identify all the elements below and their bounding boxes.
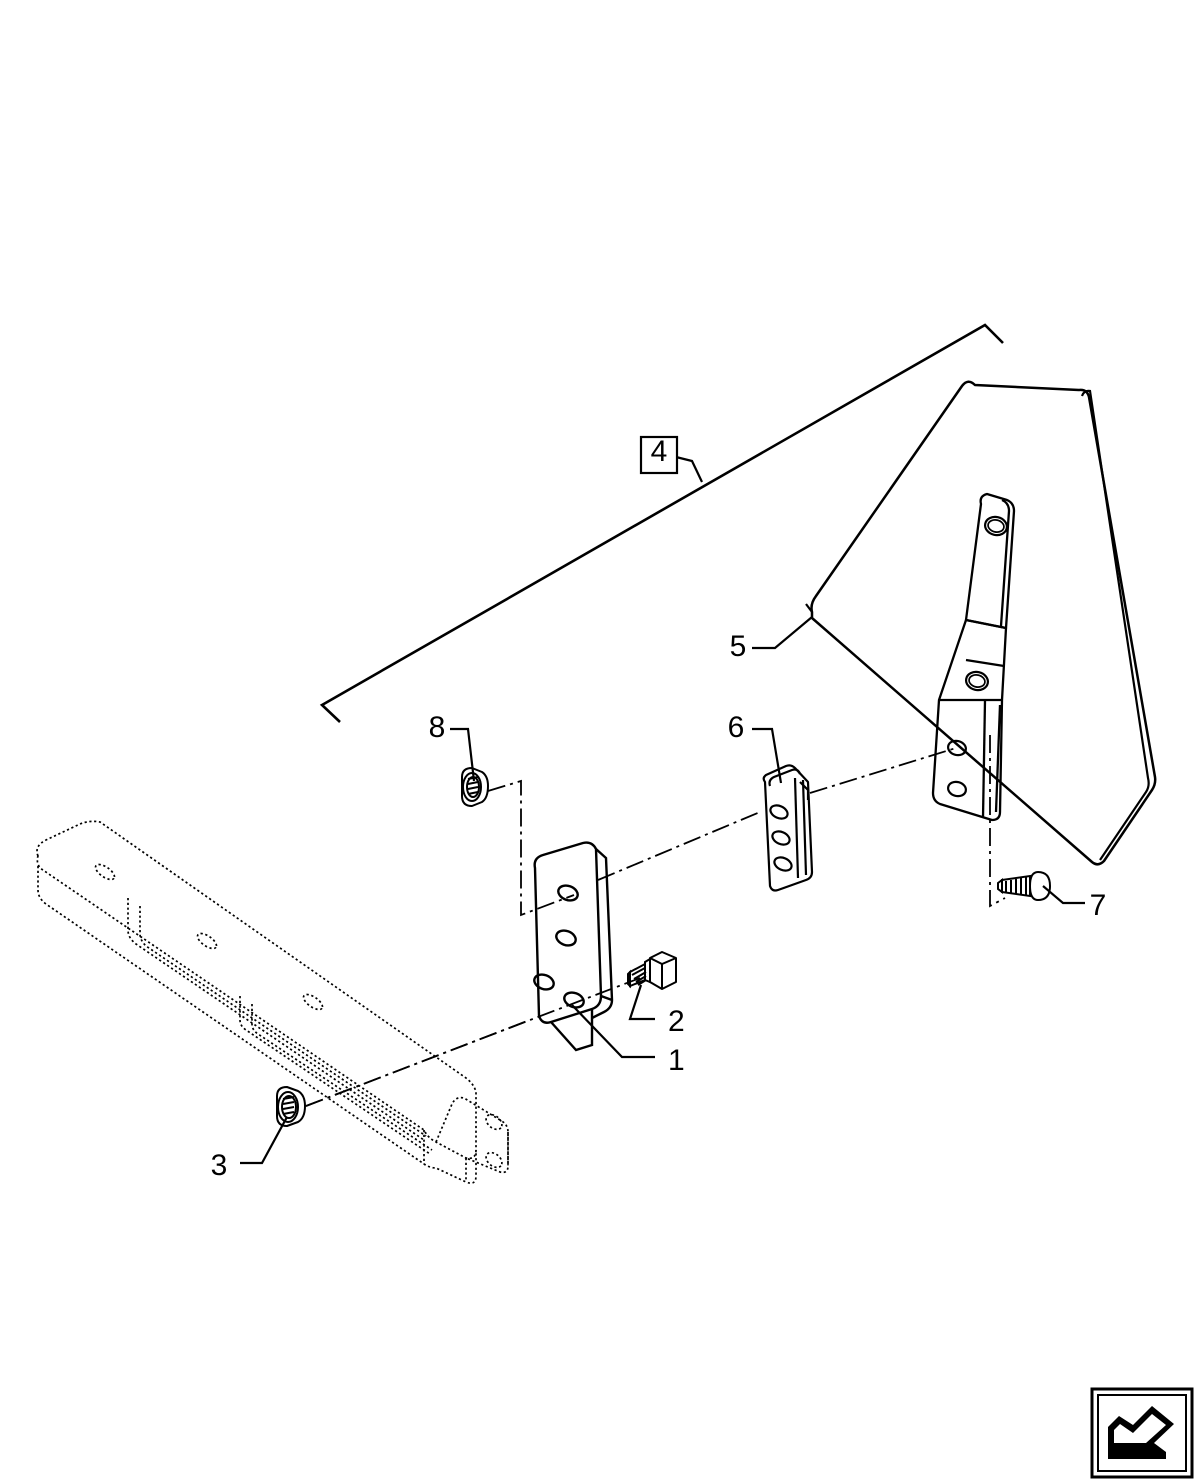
callout-label-6: 6 <box>728 711 745 744</box>
callout-leaders <box>240 455 1085 1165</box>
clamp-spacer <box>762 764 814 892</box>
callout-label-2: 2 <box>668 1005 685 1038</box>
assembly-centerlines <box>305 735 1006 1107</box>
callout-labels: 1 2 3 4 5 6 7 8 <box>211 435 1107 1182</box>
callout-label-3: 3 <box>211 1149 228 1182</box>
flange-nut-lower <box>276 1086 306 1127</box>
flange-nut-upper <box>461 767 489 807</box>
leader-4 <box>675 455 703 483</box>
leader-3 <box>240 1116 288 1165</box>
leader-6 <box>752 727 783 784</box>
assembly-reference-bracket-line <box>319 323 1004 723</box>
support-bar-phantom <box>36 820 509 1184</box>
leader-8 <box>450 727 476 782</box>
mudflap-panel <box>805 380 1157 866</box>
callout-label-5: 5 <box>730 630 747 663</box>
callout-label-4: 4 <box>651 435 668 468</box>
callout-4-box <box>639 435 679 475</box>
callout-label-1: 1 <box>668 1044 685 1077</box>
leader-1 <box>571 1004 655 1059</box>
leader-2 <box>628 984 655 1021</box>
truss-head-screw <box>997 870 1052 902</box>
leader-7 <box>1042 885 1085 905</box>
callout-label-8: 8 <box>429 711 446 744</box>
hex-bolt <box>627 951 677 990</box>
mudflap-support-arm <box>931 492 1016 822</box>
callout-label-7: 7 <box>1090 889 1107 922</box>
direction-arrow-logo <box>1090 1387 1194 1479</box>
mounting-plate <box>533 841 614 1052</box>
leader-5 <box>752 616 813 650</box>
